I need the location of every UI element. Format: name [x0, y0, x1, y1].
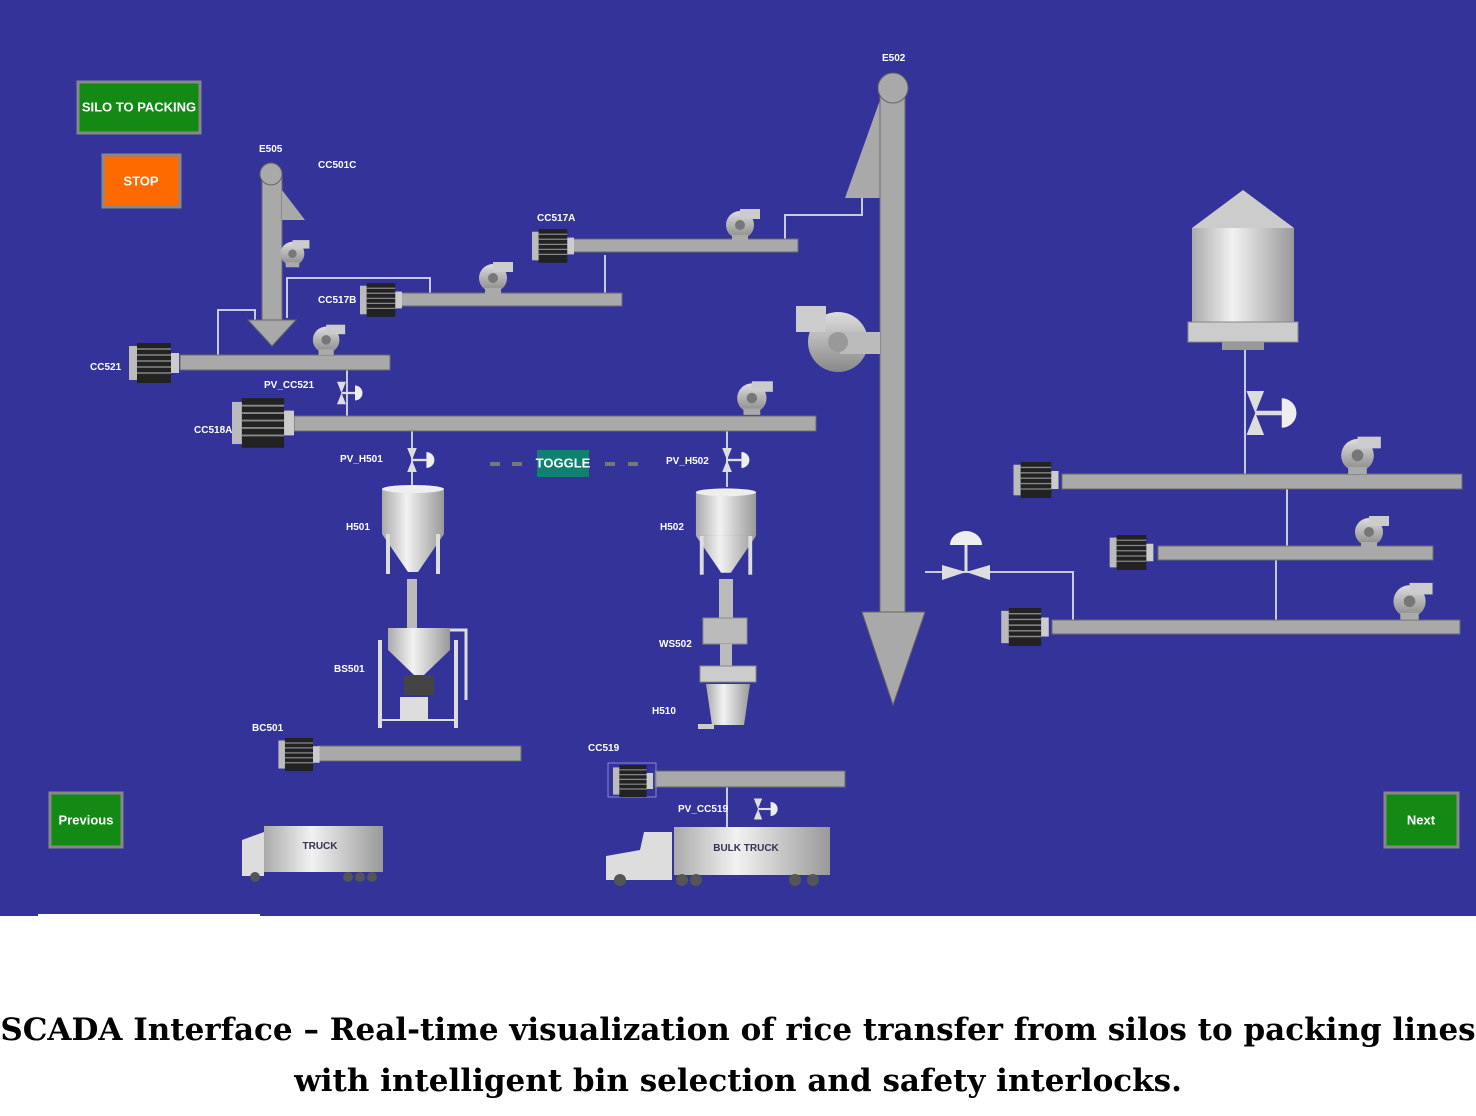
- scada-canvas: SILO TO PACKING STOP Previous Next TOGGL…: [0, 0, 1476, 917]
- silo-to-packing-label: SILO TO PACKING: [82, 99, 196, 114]
- label-bc501: BC501: [252, 723, 284, 734]
- label-cc521: CC521: [90, 362, 122, 373]
- silo[interactable]: [1187, 190, 1299, 350]
- label-cc518a: CC518A: [194, 425, 232, 436]
- next-button[interactable]: Next: [1383, 791, 1460, 849]
- weigher-ws502[interactable]: [702, 579, 748, 666]
- conveyor-cc517a[interactable]: [532, 229, 799, 263]
- silo-to-packing-button[interactable]: SILO TO PACKING: [76, 80, 202, 135]
- next-label: Next: [1407, 812, 1436, 827]
- bagging-station-bs501[interactable]: [378, 579, 468, 728]
- hopper-h510[interactable]: [698, 665, 757, 729]
- label-pv-cc519: PV_CC519: [678, 804, 728, 815]
- toggle-arrows: [490, 462, 638, 466]
- label-ws502: WS502: [659, 639, 692, 650]
- label-cc519: CC519: [588, 743, 620, 754]
- caption-line-1: SCADA Interface – Real-time visualizatio…: [0, 1012, 1476, 1048]
- toggle-button[interactable]: TOGGLE: [536, 450, 591, 477]
- label-h510: H510: [652, 706, 676, 717]
- label-h501: H501: [346, 522, 370, 533]
- label-cc501c: CC501C: [318, 160, 356, 171]
- label-pv-h501: PV_H501: [340, 454, 383, 465]
- conveyor-cc518a[interactable]: [232, 398, 817, 448]
- truck[interactable]: TRUCK: [242, 826, 383, 882]
- conveyor-right-3[interactable]: [1000, 608, 1461, 646]
- diverter-valve-icon[interactable]: [942, 531, 990, 580]
- blower-icon: [796, 306, 880, 372]
- elevator-e502[interactable]: [845, 72, 926, 707]
- conveyor-cc517b[interactable]: [360, 283, 623, 317]
- bulk-truck-label: BULK TRUCK: [713, 843, 779, 854]
- label-pv-cc521: PV_CC521: [264, 380, 314, 391]
- scada-background: [0, 0, 1476, 916]
- label-pv-h502: PV_H502: [666, 456, 709, 467]
- stop-label: STOP: [123, 173, 158, 188]
- label-cc517a: CC517A: [537, 213, 575, 224]
- figure-caption: SCADA Interface – Real-time visualizatio…: [0, 1005, 1476, 1107]
- truck-label: TRUCK: [303, 841, 339, 852]
- previous-button[interactable]: Previous: [48, 791, 124, 849]
- bulk-truck[interactable]: BULK TRUCK: [606, 827, 830, 886]
- label-e505: E505: [259, 144, 283, 155]
- conveyor-cc521[interactable]: [128, 343, 391, 383]
- caption-line-2: with intelligent bin selection and safet…: [294, 1063, 1182, 1099]
- conveyor-bc501[interactable]: [278, 738, 522, 771]
- previous-label: Previous: [59, 812, 114, 827]
- stop-button[interactable]: STOP: [101, 153, 182, 209]
- elevator-e505[interactable]: [246, 162, 305, 347]
- conveyor-cc519[interactable]: [607, 762, 846, 798]
- conveyor-right-1[interactable]: [1012, 462, 1463, 498]
- label-bs501: BS501: [334, 664, 365, 675]
- toggle-label: TOGGLE: [536, 455, 591, 470]
- label-e502: E502: [882, 53, 906, 64]
- label-h502: H502: [660, 522, 684, 533]
- label-cc517b: CC517B: [318, 295, 356, 306]
- conveyor-right-2[interactable]: [1108, 535, 1434, 570]
- bottom-edge: [38, 914, 260, 917]
